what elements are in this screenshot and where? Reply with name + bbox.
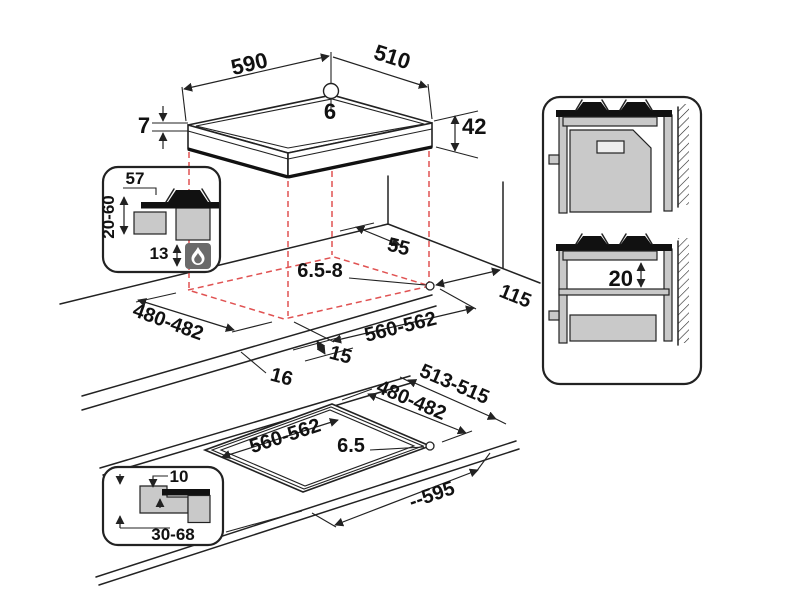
gas-flame-icon xyxy=(185,243,211,269)
burner-section-inset: 57 20-60 13 xyxy=(99,165,222,274)
burner-cap-width-label: 57 xyxy=(126,169,145,188)
rear-clearance-label: 55 xyxy=(385,234,412,261)
front-edge-label: 16 xyxy=(268,364,295,391)
screw-hole-marker xyxy=(425,281,435,291)
burner-icon xyxy=(619,233,653,245)
burner-icon xyxy=(619,99,653,111)
front-clearance-label: 15 xyxy=(327,342,354,369)
hob-depth-label: 510 xyxy=(371,39,414,74)
corner-radius-label: 6 xyxy=(324,99,336,124)
burner-icon xyxy=(575,233,609,245)
edge-rebate-label: 10 xyxy=(170,467,189,486)
cutout-width-label: 560-562 xyxy=(362,308,439,347)
flush-screw-hole-label: 6.5 xyxy=(337,435,365,457)
corner-radius-marker xyxy=(322,82,340,100)
hob-width-label: 590 xyxy=(228,47,270,80)
hob-isometric-view xyxy=(187,94,433,179)
burner-icon xyxy=(575,99,609,111)
edge-profile-inset: 10 30-68 xyxy=(101,465,225,547)
hob-height-label: 42 xyxy=(462,114,486,139)
burner-connector-label: 13 xyxy=(150,244,169,263)
burner-clearance-label: 20-60 xyxy=(99,195,118,238)
screw-hole-marker xyxy=(425,441,435,451)
side-clearance-label: 115 xyxy=(496,280,534,312)
side-view-drawer: 20 xyxy=(548,233,689,346)
screw-hole-label: 6.5-8 xyxy=(297,260,343,282)
worktop-thickness-label: 30-68 xyxy=(151,525,194,544)
side-view-oven xyxy=(548,99,689,214)
shelf-clearance-label: 20 xyxy=(609,266,633,291)
side-view-panel: 20 xyxy=(541,95,703,386)
hob-rim-label: 7 xyxy=(138,113,150,138)
flush-cutout-dimensions: 513-515 480-482 560-562 6.5 --595 xyxy=(221,360,507,533)
cutout-depth-label: 480-482 xyxy=(130,299,207,345)
